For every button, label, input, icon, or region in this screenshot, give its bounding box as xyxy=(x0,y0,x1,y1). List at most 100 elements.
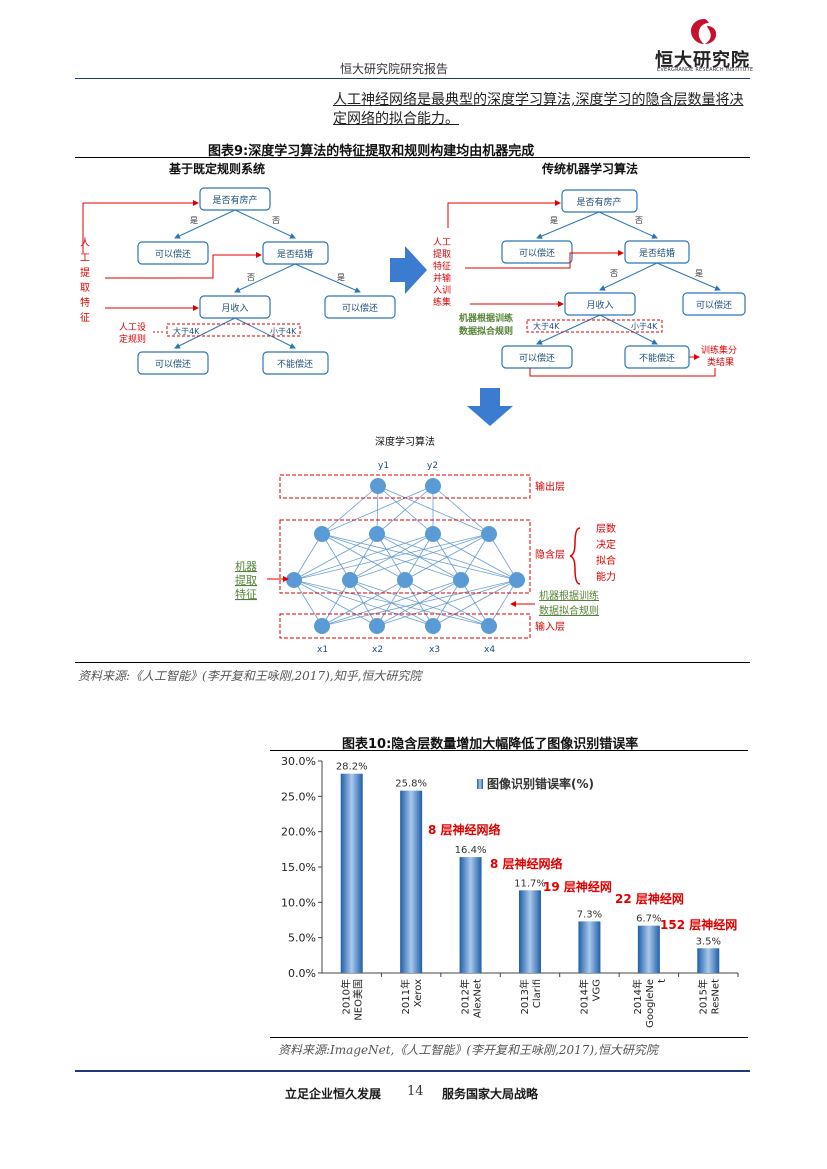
r-cannot-repay: 不能偿还 xyxy=(639,352,675,364)
r-income: 月收入 xyxy=(586,299,613,311)
hidden-note-4: 能力 xyxy=(596,570,616,583)
figure10-bottom-rule xyxy=(270,1037,748,1038)
network-node xyxy=(509,572,525,588)
x-tick-label: 2014年 xyxy=(631,979,644,1014)
figure9-source: 资料来源:《人工智能》(李开复和王咏刚,2017),知乎,恒大研究院 xyxy=(78,669,422,683)
node-root-label: 是否有房产 xyxy=(212,194,257,206)
bar xyxy=(519,890,541,973)
manual-feature-label: 人 工 提 取 特 征 xyxy=(80,237,90,324)
right-decision-tree: 是否有房产 是 否 可以偿还 是否结婚 否 是 月收入 可以偿还 大于4K 小于… xyxy=(433,189,746,377)
svg-text:工: 工 xyxy=(80,253,90,264)
network-edge xyxy=(460,533,490,581)
network-edge xyxy=(376,485,434,535)
r-yes-label-2: 是 xyxy=(695,269,703,278)
bar-value-label: 11.7% xyxy=(514,878,546,889)
network-node xyxy=(370,478,386,494)
r-side-5: 入训 xyxy=(433,285,451,296)
network-edge xyxy=(321,485,379,535)
figure10-chart: 0.0%5.0%10.0%15.0%20.0%25.0%30.0% 28.2%2… xyxy=(281,755,739,1028)
nn-machine-rule-2: 数据拟合规则 xyxy=(539,604,599,617)
output-layer-label: 输出层 xyxy=(535,480,565,493)
figure9-title: 图表9:深度学习算法的特征提取和规则构建均由机器完成 xyxy=(208,144,535,159)
x-tick-label: ResNet xyxy=(710,979,721,1014)
manual-rule-label-1: 人工设 xyxy=(119,322,146,333)
neural-network xyxy=(286,478,525,634)
network-node xyxy=(453,572,469,588)
figure10-source: 资料来源:ImageNet,《人工智能》(李开复和王咏刚,2017),恒大研究院 xyxy=(278,1043,658,1057)
y-tick-label: 25.0% xyxy=(281,790,316,803)
footer-slogan-right: 服务国家大局战略 xyxy=(442,1087,539,1101)
network-edge xyxy=(488,533,518,581)
node-income-label: 月收入 xyxy=(221,302,248,314)
r-can-repay-1: 可以偿还 xyxy=(519,247,555,259)
logo-icon xyxy=(691,19,717,44)
bar-value-label: 6.7% xyxy=(636,914,661,925)
hidden-layer-box xyxy=(279,519,531,594)
x-tick-label: GoogleNe xyxy=(645,979,656,1028)
x-tick-label: Clarifi xyxy=(532,979,543,1008)
network-title: 深度学习算法 xyxy=(375,435,435,448)
y-tick-label: 20.0% xyxy=(281,826,316,839)
yes-label-2: 是 xyxy=(337,273,345,282)
footer-slogan-left: 立足企业恒久发展 xyxy=(285,1087,382,1101)
r-side-2: 提取 xyxy=(433,249,451,260)
no-label-2: 否 xyxy=(247,273,255,282)
x1-label: x1 xyxy=(317,645,328,655)
y2-label: y2 xyxy=(427,461,438,471)
bar-value-label: 25.8% xyxy=(395,779,427,790)
r-machine-rule-1: 机器根据训练 xyxy=(459,312,513,324)
network-node xyxy=(481,618,497,634)
bar-value-label: 3.5% xyxy=(696,936,721,947)
r-node-root-label: 是否有房产 xyxy=(576,196,621,208)
machine-feature-3: 特征 xyxy=(235,587,257,601)
figure9-diagram: 基于既定规则系统 传统机器学习算法 是否有房产 是 否 可以偿还 是否结婚 否 … xyxy=(80,161,746,655)
network-node xyxy=(481,526,497,542)
network-node xyxy=(314,526,330,542)
bar-value-label: 7.3% xyxy=(577,909,602,920)
r-train-result-2: 类结果 xyxy=(707,356,734,368)
hidden-note-3: 拟合 xyxy=(596,554,616,567)
node-cannot-repay xyxy=(262,351,329,375)
x-tick-label: 2014年 xyxy=(577,979,590,1014)
r-can-repay-2: 可以偿还 xyxy=(696,299,732,311)
x-tick-label: 2012年 xyxy=(459,979,472,1014)
lt4k-label: 小于4K xyxy=(270,327,297,336)
network-node xyxy=(286,572,302,588)
network-edge xyxy=(321,579,518,627)
network-node xyxy=(369,618,385,634)
y-tick-label: 30.0% xyxy=(281,755,316,768)
figure10-top-rule xyxy=(270,750,748,751)
network-node xyxy=(425,526,441,542)
network-edge xyxy=(321,485,434,535)
layer-annotation: 8 层神经网络 xyxy=(428,822,501,837)
node-can-repay-2-label: 可以偿还 xyxy=(342,302,378,314)
x-tick-label: AlexNet xyxy=(473,979,484,1018)
r-no-label-2: 否 xyxy=(610,269,618,278)
y1-label: y1 xyxy=(378,461,389,471)
output-layer-box xyxy=(279,474,531,499)
r-gt4k: 大于4K xyxy=(533,321,560,331)
right-panel-title: 传统机器学习算法 xyxy=(541,161,638,176)
figure9-bottom-rule xyxy=(75,662,750,663)
svg-text:提: 提 xyxy=(80,267,90,279)
network-node xyxy=(397,572,413,588)
network-edge xyxy=(377,485,490,535)
network-edge xyxy=(376,579,518,627)
bar-value-label: 16.4% xyxy=(455,845,487,856)
r-yes-label: 是 xyxy=(550,216,558,225)
network-edge xyxy=(432,485,490,535)
bar xyxy=(340,773,363,973)
y-tick-label: 15.0% xyxy=(281,861,316,874)
logo-subtitle: EVERGRANDE RESEARCH INSTITUTE xyxy=(657,67,754,73)
r-side-3: 特征 xyxy=(433,260,451,272)
left-panel-title: 基于既定规则系统 xyxy=(168,161,265,176)
bar xyxy=(578,921,601,973)
yes-label: 是 xyxy=(190,216,198,225)
bar xyxy=(697,948,720,973)
network-node xyxy=(425,478,441,494)
r-machine-rule-2: 数据拟合规则 xyxy=(459,325,513,337)
network-edge xyxy=(488,579,518,627)
body-paragraph: 人工神经网络是最典型的深度学习算法,深度学习的隐含层数量将决定网络的拟合能力。 xyxy=(333,92,744,127)
x-tick-label: 2010年 xyxy=(340,979,353,1014)
input-layer-box xyxy=(279,613,531,639)
